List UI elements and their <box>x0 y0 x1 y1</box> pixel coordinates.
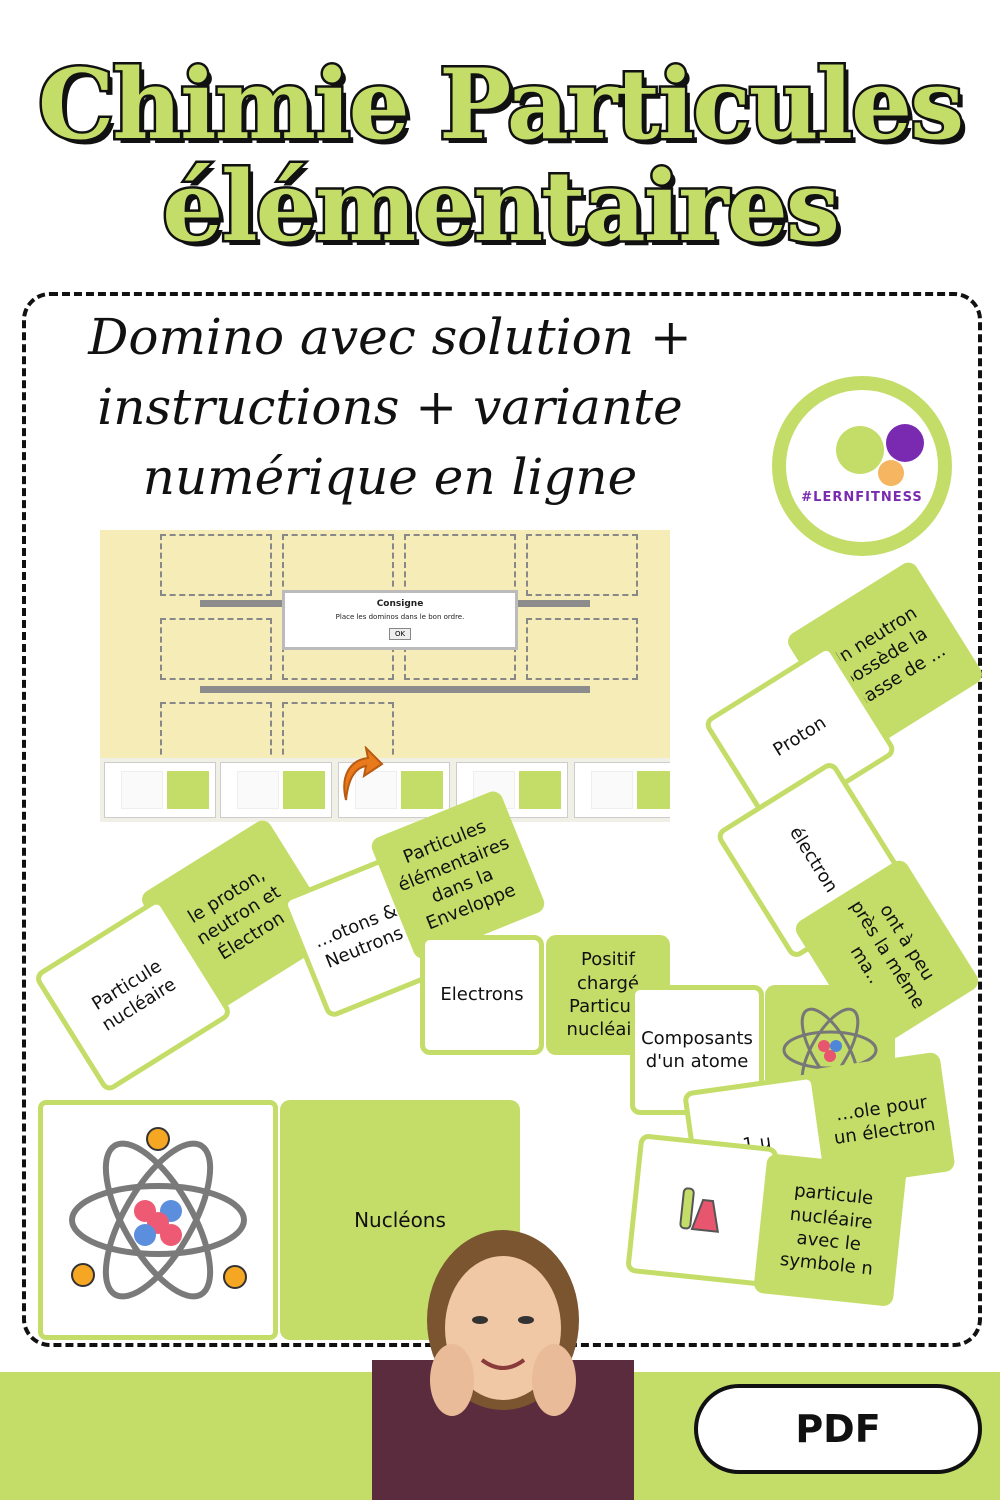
tray-domino[interactable] <box>104 762 216 818</box>
subtitle-line-1: Domino avec solution + <box>88 308 692 366</box>
card-electrons: Electrons <box>420 935 544 1055</box>
card-text: …otons & Neutrons <box>310 899 407 973</box>
card-text: Electrons <box>440 984 524 1006</box>
tray-domino[interactable] <box>574 762 670 818</box>
drop-slot[interactable] <box>404 534 516 596</box>
card-text: Particules élémentaires dans la Envelopp… <box>395 816 519 935</box>
card-composants-atome: Composants d'un atome <box>630 985 764 1115</box>
flow-arrow <box>200 686 590 693</box>
card-text: Nucléons <box>354 1208 446 1232</box>
drop-slot[interactable] <box>160 702 272 764</box>
logo-orange-dot <box>878 460 904 486</box>
tray-domino[interactable] <box>338 762 450 818</box>
pdf-format-button[interactable]: PDF <box>694 1384 982 1474</box>
card-text: électron <box>784 823 842 897</box>
online-game-screenshot: Consigne Place les dominos dans le bon o… <box>100 530 670 822</box>
card-text: Particule nucléaire <box>88 955 180 1036</box>
logo-purple-dot <box>886 424 924 462</box>
drop-slot[interactable] <box>526 534 638 596</box>
title-line-1: Chimie Particules <box>35 46 966 164</box>
card-text: …ole pour un électron <box>832 1091 937 1149</box>
dialog-title: Consigne <box>376 599 424 609</box>
cursor-arrow-icon <box>343 746 384 801</box>
title-line-2: élémentaires <box>160 148 843 266</box>
dialog-ok-button[interactable]: OK <box>388 628 412 640</box>
instruction-dialog: Consigne Place les dominos dans le bon o… <box>282 590 518 650</box>
drop-slot[interactable] <box>160 534 272 596</box>
lab-equipment-icon <box>679 1187 720 1233</box>
tray-domino[interactable] <box>220 762 332 818</box>
drop-slot[interactable] <box>160 618 272 680</box>
drop-slot[interactable] <box>282 534 394 596</box>
card-lab-icon <box>625 1133 779 1287</box>
card-text: particule nucléaire avec le symbole n <box>778 1180 875 1281</box>
atom-icon <box>69 1127 247 1300</box>
author-portrait <box>372 1230 634 1500</box>
brand-logo: #LERNFITNESS <box>772 376 952 556</box>
card-text: Composants d'un atome <box>641 1027 753 1072</box>
logo-green-dot <box>836 426 884 474</box>
subtitle-line-3: numérique en ligne <box>142 448 638 506</box>
card-text: Proton <box>769 712 831 762</box>
featured-domino-atom <box>38 1100 278 1340</box>
subtitle-line-2: instructions + variante <box>97 378 683 436</box>
dialog-message: Place les dominos dans le bon ordre. <box>335 613 465 621</box>
logo-text: #LERNFITNESS <box>801 490 923 505</box>
domino-tray <box>100 758 670 822</box>
card-particule-symbole-n: particule nucléaire avec le symbole n <box>753 1153 907 1307</box>
card-text: Positif chargé Particule nucléaire <box>566 949 650 1041</box>
drop-slot[interactable] <box>526 618 638 680</box>
